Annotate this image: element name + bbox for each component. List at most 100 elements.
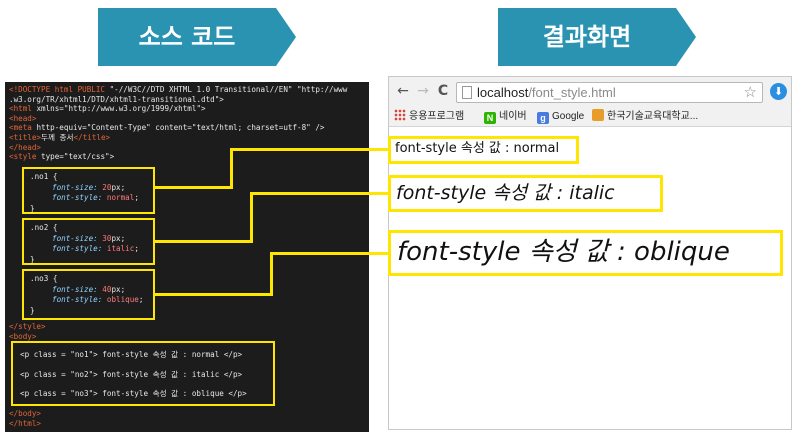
css-declaration: font-size: 20px; <box>30 183 139 194</box>
back-button[interactable]: ← <box>397 83 409 99</box>
code-token: <head> <box>9 113 37 123</box>
browser-toolbar: ← → C localhost/font_style.html ☆ ⬇ <box>389 77 791 107</box>
css-close: } <box>30 305 35 315</box>
connector-line-1 <box>230 148 233 189</box>
css-property: font-style: <box>52 295 107 304</box>
code-token: </head> <box>9 142 42 152</box>
download-icon[interactable]: ⬇ <box>770 83 787 100</box>
code-line: </html> <box>9 418 42 428</box>
result-banner: 결과화면 <box>498 8 698 66</box>
banner-arrow-shape <box>98 8 296 66</box>
css-selector: .no3 { <box>30 274 58 283</box>
css-declaration: font-style: italic; <box>30 244 139 255</box>
bookmark-star-icon[interactable]: ☆ <box>743 84 757 101</box>
code-editor-panel: <!DOCTYPE html PUBLIC "-//W3C//DTD XHTML… <box>5 82 369 432</box>
connector-line-3 <box>270 252 273 296</box>
code-line: .w3.org/TR/xhtml1/DTD/xhtml1-transitiona… <box>9 95 365 105</box>
css-selector: .no2 { <box>30 223 58 232</box>
output-normal-box <box>388 136 579 164</box>
css-close: } <box>30 203 35 213</box>
code-line: <html xmlns="http://www.w3.org/1999/xhtm… <box>9 104 365 114</box>
code-line: </style> <box>9 322 46 331</box>
css-selector: .no1 { <box>30 172 58 181</box>
paragraph-code-line: <p class = "no3"> font-style 속성 값 : obli… <box>20 389 247 398</box>
paragraph-code-line: <p class = "no1"> font-style 속성 값 : norm… <box>20 350 243 359</box>
address-bar[interactable]: localhost/font_style.html ☆ <box>456 82 763 103</box>
bookmark-apps[interactable]: 응용프로그램 <box>394 107 464 127</box>
code-head-lines: <!DOCTYPE html PUBLIC "-//W3C//DTD XHTML… <box>9 85 365 162</box>
code-line: <style type="text/css"> <box>9 152 365 162</box>
code-token: <!DOCTYPE html PUBLIC <box>9 85 110 94</box>
code-token: .w3.org/TR/xhtml1/DTD/xhtml1-transitiona… <box>9 94 224 104</box>
google-icon: g <box>537 112 549 124</box>
css-declaration: font-style: oblique; <box>30 295 143 306</box>
css-property: font-size: <box>52 284 103 294</box>
css-rule-no2-box <box>22 218 155 265</box>
css-value: 40 <box>102 284 112 294</box>
code-token: <style <box>9 152 42 162</box>
code-line: <title>두께 종서</title> <box>9 133 365 143</box>
source-code-banner: 소스 코드 <box>98 8 298 66</box>
code-line: <head> <box>9 114 365 124</box>
css-rule-no3-box <box>22 269 155 320</box>
connector-line-1 <box>230 148 390 151</box>
connector-line-2 <box>250 192 253 243</box>
connector-line-3 <box>270 252 390 255</box>
css-property: font-style: <box>52 244 107 253</box>
output-italic-box <box>388 175 663 212</box>
apps-grid-icon <box>394 109 406 121</box>
css-unit: ; <box>134 193 139 202</box>
code-line: </body> <box>9 409 42 418</box>
code-token: http-equiv="Content-Type" content="text/… <box>36 123 325 133</box>
css-rule: .no3 { font-size: 40px;font-style: obliqu… <box>30 274 143 316</box>
code-line: </head> <box>9 143 365 153</box>
css-unit: px; <box>111 233 126 243</box>
css-unit: ; <box>138 295 144 304</box>
css-value: normal <box>106 193 135 202</box>
koreatech-icon <box>592 109 604 121</box>
css-declaration: font-style: normal; <box>30 193 139 204</box>
css-rule: .no2 { font-size: 30px;font-style: italic… <box>30 223 139 265</box>
reload-button[interactable]: C <box>437 83 449 99</box>
css-property: font-style: <box>52 193 107 202</box>
naver-icon: N <box>484 112 496 124</box>
connector-line-3 <box>155 293 273 296</box>
css-property: font-size: <box>52 233 103 243</box>
css-value: italic <box>106 244 135 253</box>
css-value: 20 <box>102 182 112 192</box>
css-declaration: font-size: 30px; <box>30 234 139 245</box>
connector-line-1 <box>155 186 233 189</box>
code-token: <meta <box>9 123 37 133</box>
bookmark-label: 한국기술교육대학교... <box>607 111 699 122</box>
code-token: xmlns="http://www.w3.org/1999/xhtml"> <box>36 104 206 114</box>
css-unit: px; <box>111 182 126 192</box>
output-italic-text: font-style 속성 값 : italic <box>396 182 615 204</box>
code-line: <meta http-equiv="Content-Type" content=… <box>9 123 365 133</box>
css-unit: ; <box>134 244 139 253</box>
code-line: <!DOCTYPE html PUBLIC "-//W3C//DTD XHTML… <box>9 85 365 95</box>
result-banner-label: 결과화면 <box>542 23 632 51</box>
css-declaration: font-size: 40px; <box>30 285 143 296</box>
connector-line-2 <box>155 240 253 243</box>
output-normal-text: font-style 속성 값 : normal <box>395 141 560 156</box>
source-code-banner-label: 소스 코드 <box>138 23 236 51</box>
code-token: 두께 종서 <box>41 132 74 142</box>
forward-button[interactable]: → <box>417 83 429 99</box>
url-host: localhost <box>477 85 529 100</box>
bookmark-label: 응용프로그램 <box>409 111 465 122</box>
code-token: "-//W3C//DTD XHTML 1.0 Transitional//EN"… <box>109 85 348 94</box>
url-path: /font_style.html <box>528 85 616 100</box>
code-token: <title> <box>9 132 42 142</box>
page-icon <box>462 86 472 99</box>
output-oblique-text: font-style 속성 값 : oblique <box>397 237 730 267</box>
code-token: </title> <box>73 132 111 142</box>
css-close: } <box>30 254 35 264</box>
browser-window: ← → C localhost/font_style.html ☆ ⬇ 응용프로… <box>388 76 792 430</box>
css-rule-no1-box <box>22 167 155 214</box>
code-token: type="text/css"> <box>41 152 115 162</box>
paragraph-lines-box <box>11 341 275 406</box>
bookmark-koreatech[interactable]: 한국기술교육대학교... <box>592 107 698 127</box>
